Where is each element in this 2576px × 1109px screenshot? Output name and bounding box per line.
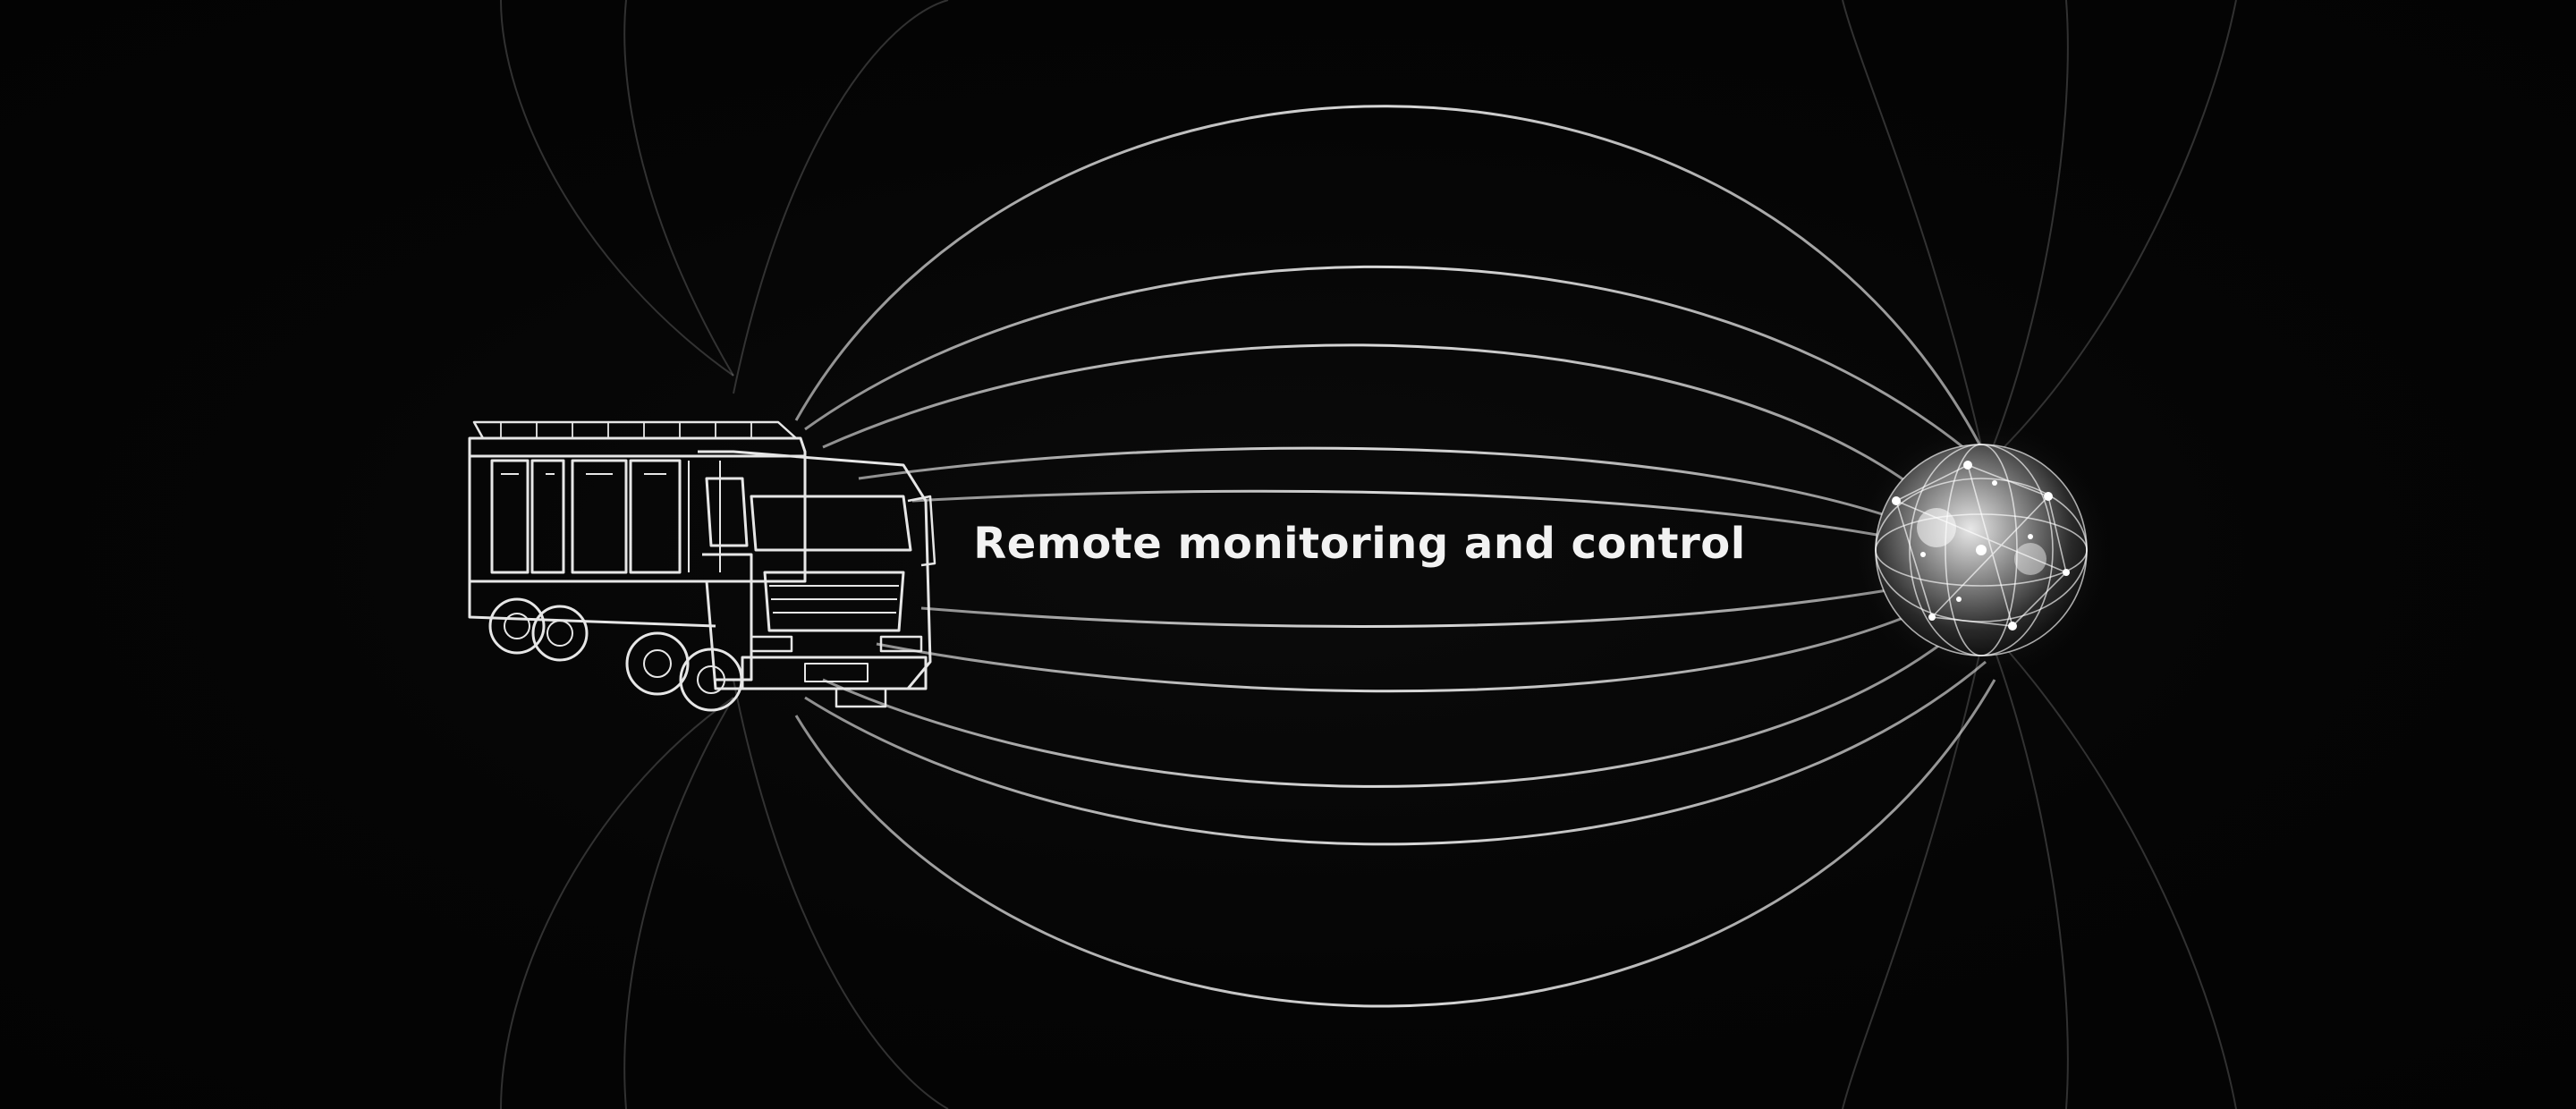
connection-arcs xyxy=(794,105,1996,1008)
network-globe-icon xyxy=(1847,416,2115,684)
outer-field-lines xyxy=(500,0,2237,1109)
fire-truck-wireframe-icon xyxy=(468,420,936,712)
headline: Remote monitoring and control xyxy=(973,519,1746,569)
